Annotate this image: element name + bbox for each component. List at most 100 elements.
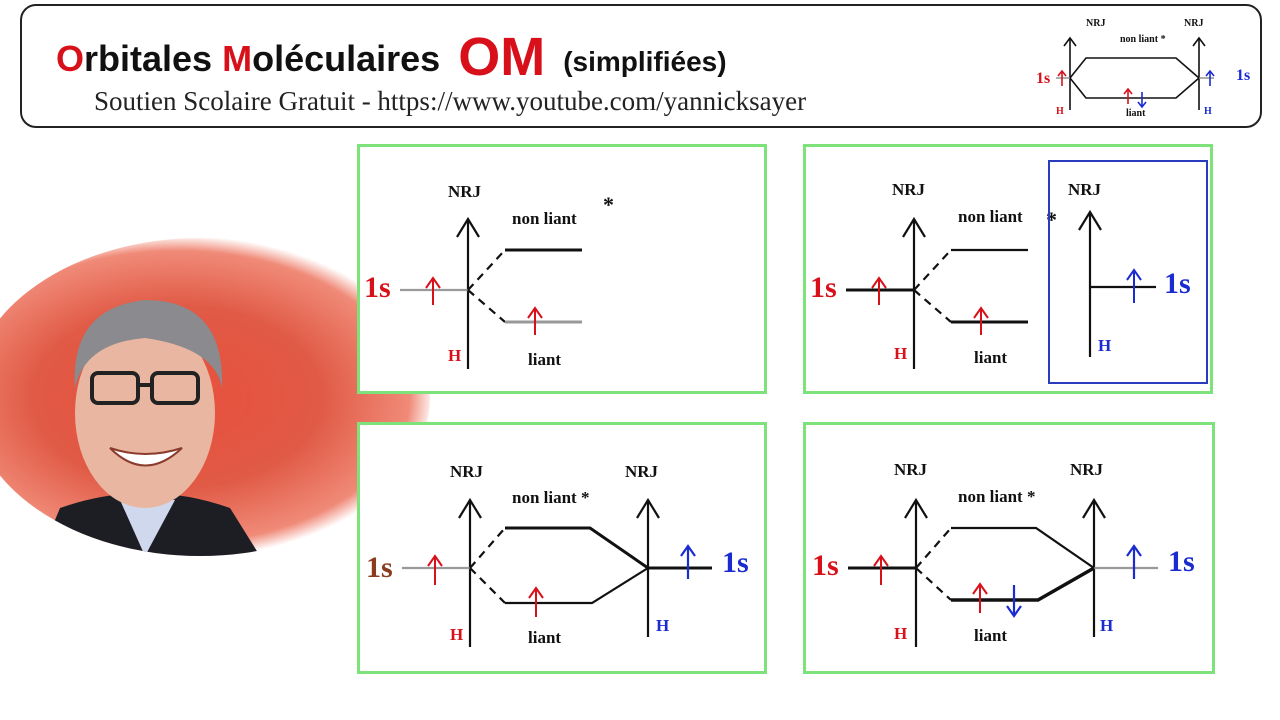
bl-left-electron-head bbox=[427, 554, 443, 567]
tl-dash-down bbox=[467, 289, 506, 323]
tl-electron-head bbox=[425, 276, 441, 289]
presenter-shirt bbox=[120, 500, 175, 556]
tl-bond-electron-head bbox=[527, 306, 543, 319]
mini-diagram: NRJ NRJ non liant * liant 1s 1s H H bbox=[1036, 18, 1250, 119]
br-liant-label: liant bbox=[974, 626, 1007, 645]
title-letter-o: O bbox=[56, 38, 85, 79]
tl-dash-up bbox=[467, 249, 506, 291]
bl-bonding bbox=[505, 567, 649, 605]
tl-orbital-label: 1s bbox=[364, 271, 391, 304]
br-non-liant-label: non liant * bbox=[958, 487, 1035, 506]
tr-dash-down bbox=[913, 289, 952, 323]
br-antibonding bbox=[951, 526, 1095, 569]
bl-left-atom-label: H bbox=[450, 625, 463, 644]
mini-right-arrowhead bbox=[1192, 36, 1206, 47]
bl-non-liant-label: non liant * bbox=[512, 488, 589, 507]
panel-bottom-right: NRJ NRJ non liant * 1s 1s H H liant bbox=[803, 422, 1215, 674]
tr-inset-electron-head bbox=[1126, 268, 1142, 281]
mini-right-electron-head bbox=[1205, 69, 1215, 77]
br-dash-down bbox=[915, 567, 952, 601]
bl-bond-electron-head bbox=[528, 586, 544, 599]
mini-non-liant: non liant * bbox=[1120, 34, 1166, 45]
mini-antibonding bbox=[1069, 57, 1200, 79]
bl-antibonding bbox=[505, 526, 649, 570]
tr-liant-label: liant bbox=[974, 348, 1007, 367]
tr-inset-box bbox=[1048, 160, 1208, 384]
tr-non-liant-label: non liant bbox=[958, 207, 1023, 226]
mini-bond-up-head bbox=[1123, 87, 1133, 95]
bl-liant-label: liant bbox=[528, 628, 561, 647]
page-title: Orbitales Moléculaires OM (simplifiées) bbox=[56, 26, 727, 88]
tl-axis-arrowhead bbox=[456, 216, 480, 238]
glasses-right-lens bbox=[150, 371, 200, 405]
bl-nrj-right-label: NRJ bbox=[625, 462, 659, 481]
panel-bottom-right-diagram: NRJ NRJ non liant * 1s 1s H H liant bbox=[812, 460, 1195, 647]
tr-inset-arrowhead bbox=[1078, 209, 1102, 231]
mini-left-atom: H bbox=[1056, 106, 1064, 117]
panel-top-left: NRJ non liant * 1s H liant bbox=[357, 144, 767, 394]
tl-atom-label: H bbox=[448, 346, 461, 365]
br-left-orbital-label: 1s bbox=[812, 549, 839, 582]
title-letter-m: M bbox=[222, 38, 253, 79]
tr-dash-up bbox=[913, 249, 952, 291]
tr-atom-label: H bbox=[894, 344, 907, 363]
mini-left-electron-head bbox=[1057, 69, 1067, 77]
tl-non-liant-label: non liant bbox=[512, 209, 577, 228]
presenter-face bbox=[75, 318, 215, 508]
panel-top-right: NRJ non liant * 1s H liant NRJ 1s H bbox=[803, 144, 1213, 394]
title-word-moleculaires: oléculaires bbox=[252, 38, 441, 79]
bl-nrj-left-label: NRJ bbox=[450, 462, 484, 481]
br-nrj-left-label: NRJ bbox=[894, 460, 928, 479]
presenter-hair bbox=[74, 300, 223, 388]
title-banner: Orbitales Moléculaires OM (simplifiées) So… bbox=[20, 4, 1262, 128]
tl-star: * bbox=[603, 192, 614, 217]
br-left-atom-label: H bbox=[894, 624, 907, 643]
glasses-left-lens bbox=[90, 371, 140, 405]
tl-liant-label: liant bbox=[528, 350, 561, 369]
tr-inset-atom-label: H bbox=[1098, 336, 1111, 355]
panel-bottom-left-diagram: NRJ NRJ non liant * 1s 1s H H liant bbox=[366, 462, 749, 647]
mini-left-orbital: 1s bbox=[1036, 70, 1050, 87]
tr-axis-arrowhead bbox=[902, 216, 926, 238]
tr-inset-nrj-label: NRJ bbox=[1068, 180, 1102, 199]
presenter-smile bbox=[109, 447, 183, 467]
tr-orbital-label: 1s bbox=[810, 271, 837, 304]
panel-bottom-left: NRJ NRJ non liant * 1s 1s H H liant bbox=[357, 422, 767, 674]
br-bond-up-head bbox=[972, 582, 988, 595]
br-left-arrowhead bbox=[904, 497, 928, 519]
mini-left-arrowhead bbox=[1063, 36, 1077, 47]
bl-dash-down bbox=[469, 567, 506, 604]
br-right-atom-label: H bbox=[1100, 616, 1113, 635]
bl-left-orbital-label: 1s bbox=[366, 551, 393, 584]
tr-star: * bbox=[1046, 207, 1057, 232]
title-simplifiees: (simplifiées) bbox=[563, 46, 727, 77]
tr-inset-orbital-label: 1s bbox=[1164, 267, 1191, 300]
br-left-electron-head bbox=[873, 554, 889, 567]
mini-bonding bbox=[1069, 77, 1200, 99]
mini-liant: liant bbox=[1126, 108, 1146, 119]
mini-right-atom: H bbox=[1204, 106, 1212, 117]
bl-right-atom-label: H bbox=[656, 616, 669, 635]
br-right-electron-head bbox=[1126, 544, 1142, 557]
bl-right-electron-head bbox=[680, 544, 696, 557]
title-word-orbitales: rbitales bbox=[84, 38, 223, 79]
br-right-arrowhead bbox=[1082, 497, 1106, 519]
tr-nrj-label: NRJ bbox=[892, 180, 926, 199]
bl-right-arrowhead bbox=[636, 497, 660, 519]
subtitle: Soutien Scolaire Gratuit - https://www.y… bbox=[94, 86, 807, 116]
br-bonding bbox=[951, 566, 1095, 602]
tl-nrj-label: NRJ bbox=[448, 182, 482, 201]
mini-bond-down-head bbox=[1137, 101, 1147, 109]
tr-bond-electron-head bbox=[973, 306, 989, 319]
panel-top-left-diagram: NRJ non liant * 1s H liant bbox=[364, 182, 614, 369]
title-om: OM bbox=[458, 27, 546, 87]
br-dash-up bbox=[915, 527, 952, 569]
mini-right-orbital: 1s bbox=[1236, 67, 1250, 84]
br-bond-down-head bbox=[1006, 605, 1022, 618]
tr-electron-head bbox=[871, 276, 887, 289]
br-right-orbital-label: 1s bbox=[1168, 545, 1195, 578]
mini-nrj-right: NRJ bbox=[1184, 18, 1203, 29]
panel-top-right-diagram: NRJ non liant * 1s H liant NRJ 1s H bbox=[810, 160, 1208, 384]
bl-right-orbital-label: 1s bbox=[722, 546, 749, 579]
bl-dash-up bbox=[469, 527, 506, 569]
